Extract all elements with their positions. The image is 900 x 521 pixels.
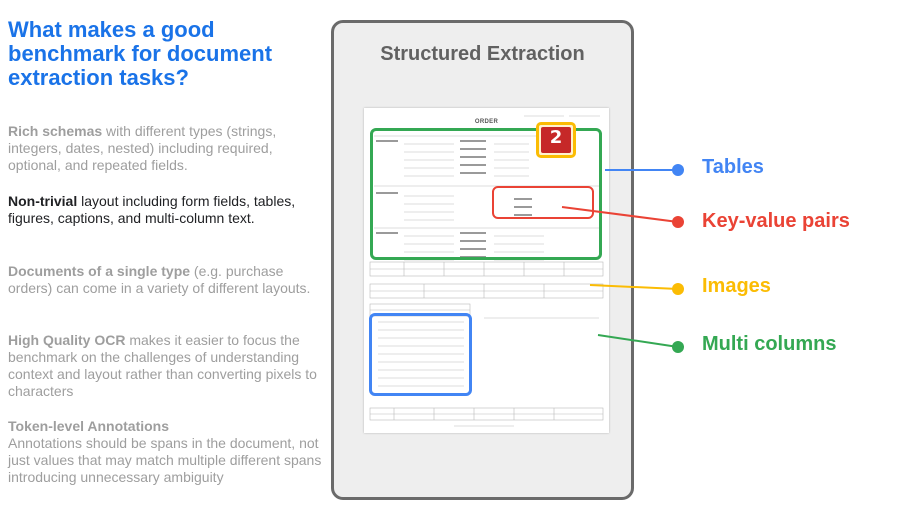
- point-non-trivial-bold: Non-trivial: [8, 193, 78, 209]
- images-dot: [672, 283, 684, 295]
- structured-extraction-panel: Structured Extraction: [331, 20, 634, 500]
- label-tables: Tables: [702, 156, 764, 178]
- point-ocr: High Quality OCR makes it easier to focu…: [8, 332, 328, 400]
- document-page: ORDER 2: [364, 108, 609, 433]
- key-value-connector: [561, 206, 679, 223]
- key-value-highlight: [492, 186, 594, 219]
- point-token-annotations-bold: Token-level Annotations: [8, 418, 170, 434]
- logo-image-highlight: 2: [536, 122, 576, 158]
- point-rich-schemas-bold: Rich schemas: [8, 123, 103, 139]
- point-single-type-text: (e.g. purchase orders) can come in a var…: [8, 263, 311, 296]
- tables-highlight: [369, 313, 472, 396]
- point-single-type-bold: Documents of a single type: [8, 263, 191, 279]
- point-rich-schemas-text: with different types (strings, integers,…: [8, 123, 277, 173]
- point-single-type: Documents of a single type (e.g. purchas…: [8, 263, 328, 297]
- point-rich-schemas: Rich schemas with different types (strin…: [8, 123, 328, 174]
- slide-title: What makes a good benchmark for document…: [8, 17, 273, 90]
- tables-dot: [672, 164, 684, 176]
- document-lines: [369, 115, 604, 427]
- label-images: Images: [702, 275, 771, 297]
- point-ocr-bold: High Quality OCR: [8, 332, 126, 348]
- label-multi-columns: Multi columns: [702, 333, 837, 355]
- logo-number: 2: [549, 127, 563, 148]
- point-non-trivial-text: layout including form fields, tables, fi…: [8, 193, 296, 226]
- document-heading: ORDER: [474, 119, 499, 125]
- point-non-trivial: Non-trivial layout including form fields…: [8, 193, 328, 227]
- label-key-value: Key-value pairs: [702, 210, 850, 232]
- key-value-dot: [672, 216, 684, 228]
- logo-image: 2: [541, 127, 571, 153]
- panel-title: Structured Extraction: [380, 43, 585, 65]
- images-connector: [589, 284, 679, 290]
- multi-columns-dot: [672, 341, 684, 353]
- point-token-annotations-text: Annotations should be spans in the docum…: [8, 435, 322, 485]
- multi-columns-highlight: [370, 128, 602, 260]
- point-ocr-text: makes it easier to focus the benchmark o…: [8, 332, 317, 399]
- multi-columns-connector: [597, 334, 679, 348]
